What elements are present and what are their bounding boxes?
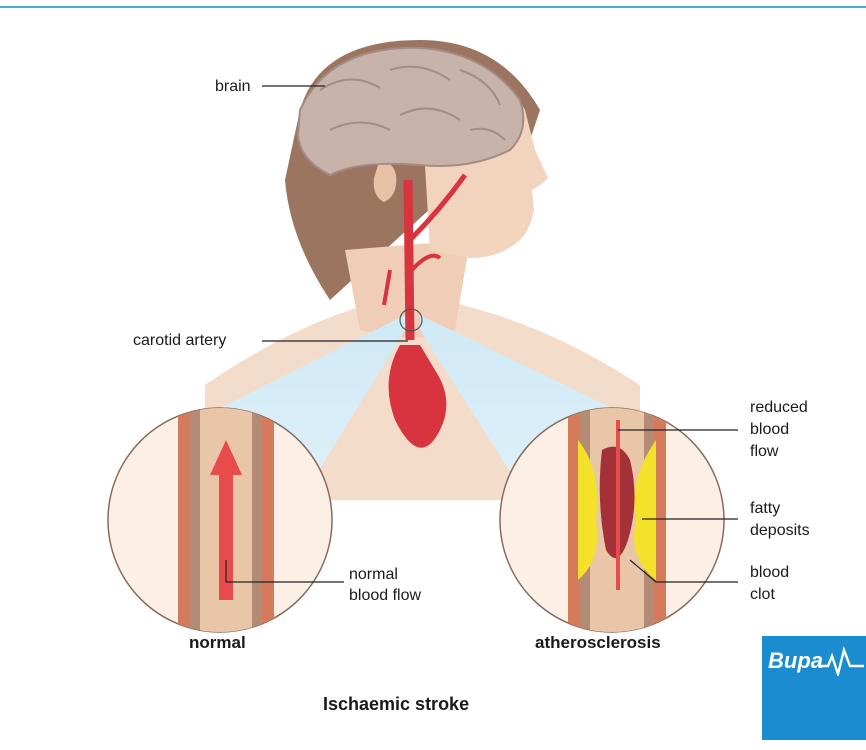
reduced-flow-label-2: blood xyxy=(750,419,789,441)
fatty-deposits-label-1: fatty xyxy=(750,498,780,520)
diagram-title: Ischaemic stroke xyxy=(323,693,469,715)
normal-heading: normal xyxy=(189,632,246,654)
atherosclerosis-heading: atherosclerosis xyxy=(535,632,661,654)
bupa-logo-text: Bupa xyxy=(768,648,823,674)
normal-blood-flow-label-1: normal xyxy=(349,564,398,586)
fatty-deposits-label-2: deposits xyxy=(750,520,810,542)
reduced-flow-label-1: reduced xyxy=(750,397,808,419)
blood-clot-label-2: clot xyxy=(750,584,775,606)
diseased-artery xyxy=(568,400,666,640)
heartbeat-icon xyxy=(816,646,866,676)
blood-clot-label-1: blood xyxy=(750,562,789,584)
normal-blood-flow-label-2: blood flow xyxy=(349,585,421,607)
carotid-artery-label: carotid artery xyxy=(133,330,226,352)
carotid-artery xyxy=(408,180,410,340)
normal-artery xyxy=(178,400,274,640)
reduced-flow-label-3: flow xyxy=(750,441,778,463)
brain-label: brain xyxy=(215,76,251,98)
bupa-logo: Bupa xyxy=(762,636,866,740)
